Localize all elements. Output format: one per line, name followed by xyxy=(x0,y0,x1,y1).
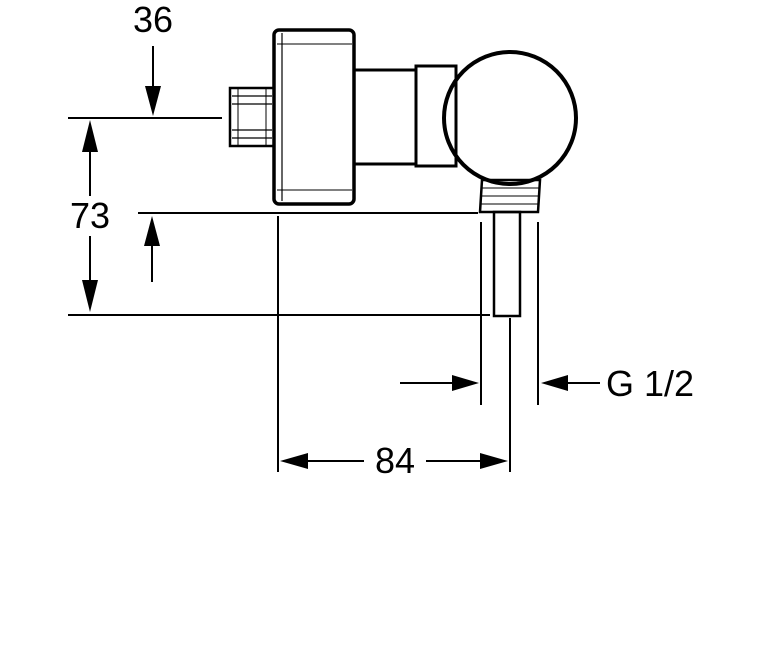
outlet-pipe xyxy=(492,210,522,318)
wall-connector xyxy=(228,86,276,148)
dimension-label-84: 84 xyxy=(375,440,415,481)
body-pipe xyxy=(352,64,458,168)
dimension-arrow-thread xyxy=(400,375,600,391)
dimension-arrow-73 xyxy=(82,120,98,312)
wall-rosette xyxy=(272,28,356,206)
dimension-lines xyxy=(68,117,539,472)
dimension-arrow-84 xyxy=(280,453,508,469)
dimension-arrow-middle xyxy=(144,216,160,282)
handle-housing xyxy=(442,50,578,186)
faucet-body xyxy=(228,28,578,318)
dimension-label-73: 73 xyxy=(70,195,110,236)
dimension-label-thread: G 1/2 xyxy=(606,363,694,404)
outlet-nut xyxy=(478,178,542,214)
dimension-arrow-36 xyxy=(145,46,161,116)
dimension-label-36: 36 xyxy=(133,0,173,40)
